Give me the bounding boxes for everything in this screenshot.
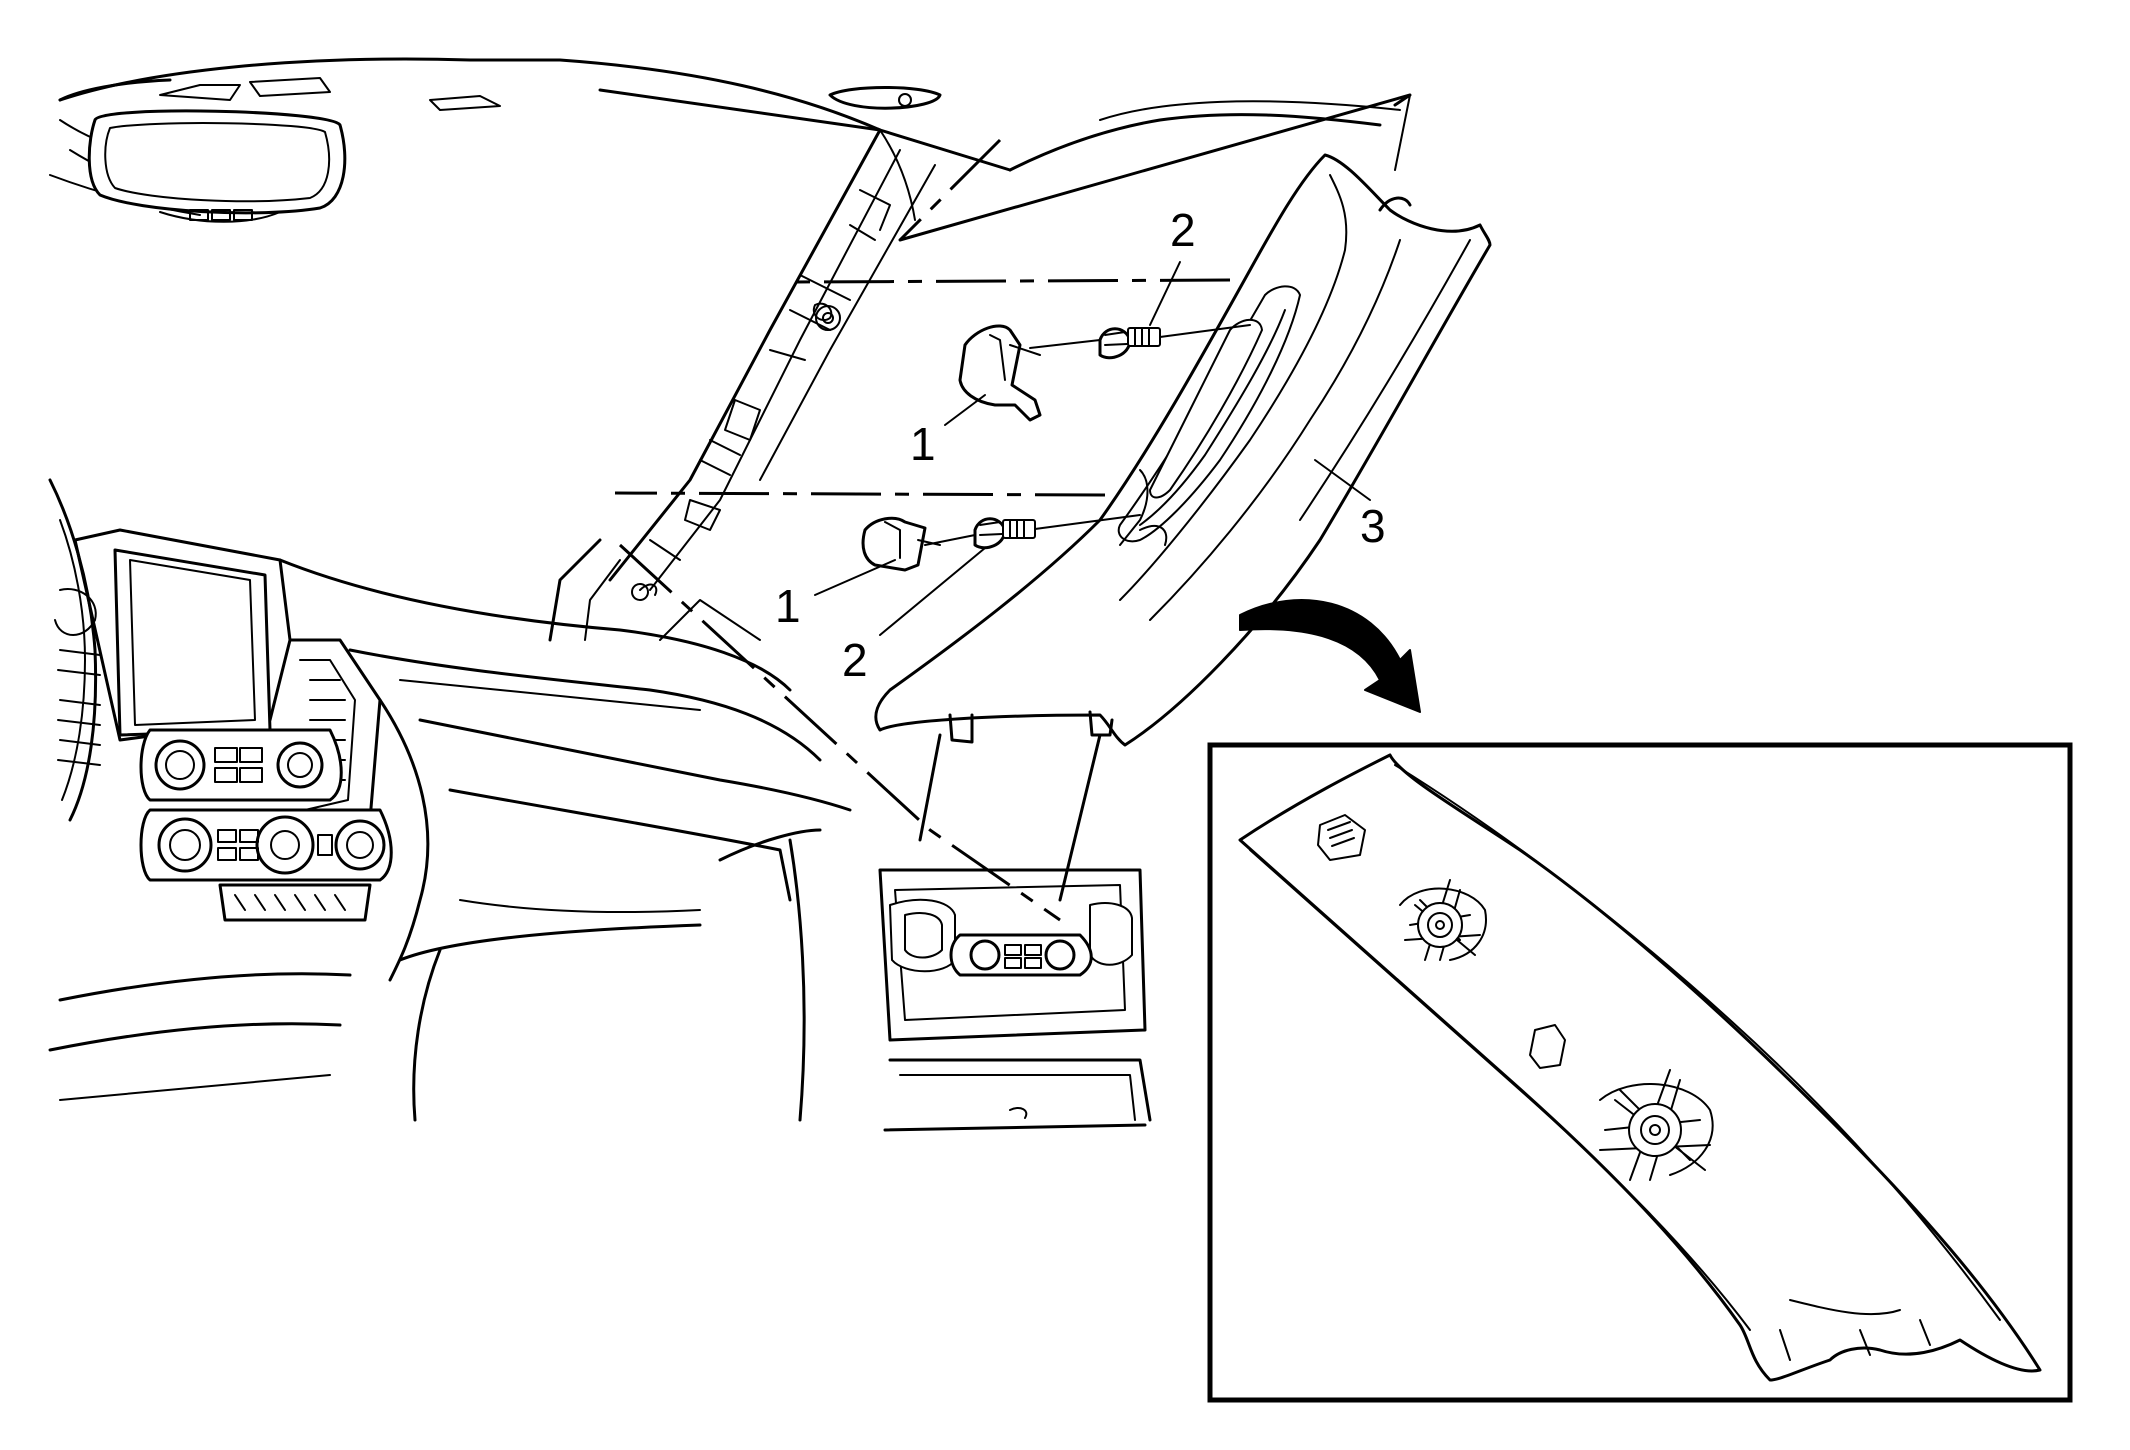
alignment-leader-lines	[614, 138, 1231, 922]
reference-lines	[898, 93, 1412, 902]
callout-1-upper: 1	[910, 418, 936, 470]
bolt-upper	[1029, 324, 1251, 360]
vehicle-interior	[48, 57, 1401, 1132]
detail-arrow	[1239, 599, 1421, 713]
clip-retainer-upper	[958, 324, 1042, 422]
callout-labels: 2 1 3 1 2	[775, 204, 1386, 686]
callout-leaders	[814, 261, 1371, 636]
bolt-lower	[924, 514, 1141, 550]
detail-inset	[1207, 742, 2073, 1403]
callout-2-lower: 2	[842, 634, 868, 686]
a-pillar-trim-panel	[874, 153, 1492, 747]
callout-2-upper: 2	[1170, 204, 1196, 256]
clip-retainer-lower	[861, 516, 941, 572]
mounting-boss-lower	[1599, 1069, 1714, 1181]
callout-1-lower: 1	[775, 580, 801, 632]
callout-3: 3	[1360, 500, 1386, 552]
rearview-mirror	[87, 109, 347, 223]
mounting-boss-upper	[1399, 879, 1487, 961]
